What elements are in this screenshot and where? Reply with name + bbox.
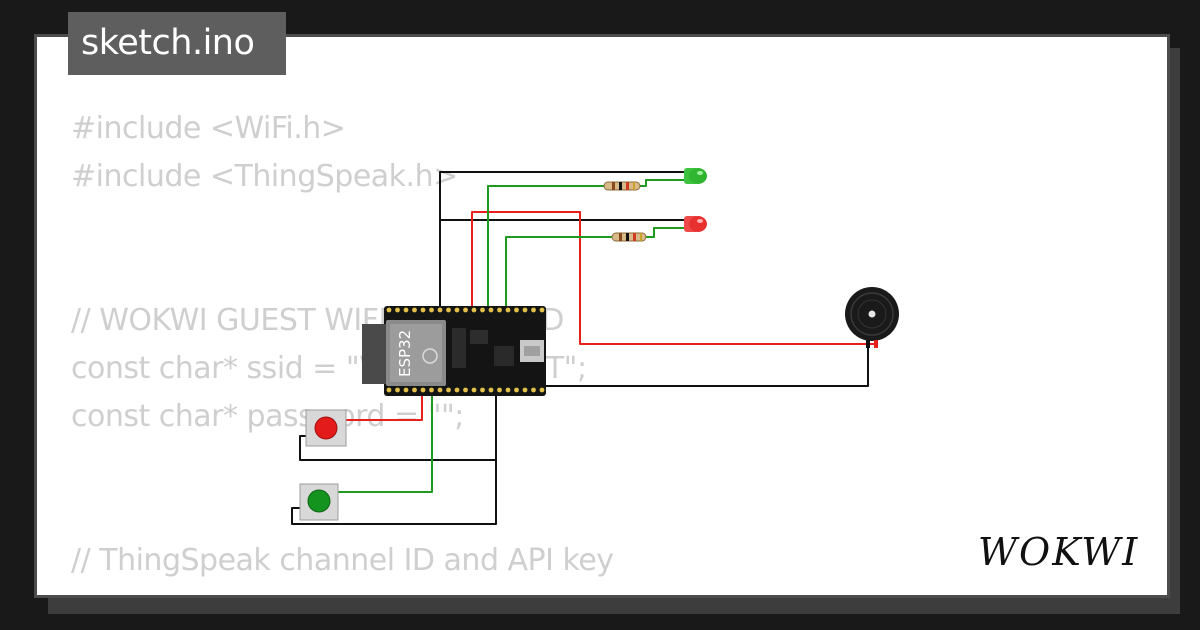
wire-black-green-button [291,460,497,525]
header-pin [531,307,536,313]
header-pin [497,307,502,313]
header-pin [437,387,443,393]
wire-red-buzzer [471,211,876,345]
header-pin [539,307,545,313]
header-pin [420,387,426,393]
wire-black-buzzer [540,346,869,387]
header-pin [539,387,545,393]
wire-red-button [344,396,423,421]
header-pin [522,307,528,313]
esp32-board: ESP32 [362,306,546,396]
wire-black-green-led [439,171,684,312]
header-pin [429,307,434,313]
header-pin [480,387,485,393]
wire-green-led-2 [505,236,612,312]
wire-green-led-1 [487,185,604,312]
header-pin [437,307,443,313]
header-pin [446,307,451,313]
wire-green-button [338,396,433,493]
green-led [684,168,707,184]
red-led [684,216,707,232]
header-pin [505,307,511,313]
wire-green-led-1b [640,179,684,187]
header-pin [412,387,417,393]
file-tab[interactable]: sketch.ino [68,12,286,75]
header-pin [522,387,528,393]
header-pin [488,387,494,393]
header-pin [471,307,477,313]
header-pin [412,307,417,313]
header-pin [386,387,392,393]
resistor-2 [611,232,647,242]
header-pin [505,387,511,393]
wokwi-logo-text: WOKWI [978,530,1139,574]
header-pin [497,387,502,393]
code-line: // ThingSpeak channel ID and API key [71,543,614,578]
preview-card: #include <WiFi.h> #include <ThingSpeak.h>… [34,34,1170,598]
header-pin [514,387,519,393]
header-pin [429,387,434,393]
wire-black-red-button [299,396,497,461]
header-pin [488,307,494,313]
header-pin [480,307,485,313]
header-pin [463,387,468,393]
header-pin [454,307,460,313]
red-pushbutton[interactable] [305,409,347,447]
header-pin [386,307,392,313]
header-pin [463,307,468,313]
header-pin [514,307,519,313]
header-pin [395,307,400,313]
header-pin [446,387,451,393]
header-pin [403,307,409,313]
header-pin [403,387,409,393]
header-pin [531,387,536,393]
wokwi-logo: WOKWI [978,530,1139,574]
green-pushbutton[interactable] [299,483,339,521]
resistor-1 [603,181,641,191]
header-pin [420,307,426,313]
buzzer [845,287,899,348]
esp32-label: ESP32 [396,330,414,377]
header-pin [471,387,477,393]
header-pin [454,387,460,393]
wire-green-led-2b [646,227,684,238]
header-pin [395,387,400,393]
code-line: #include <WiFi.h> [71,111,346,146]
code-line: #include <ThingSpeak.h> [71,159,458,194]
